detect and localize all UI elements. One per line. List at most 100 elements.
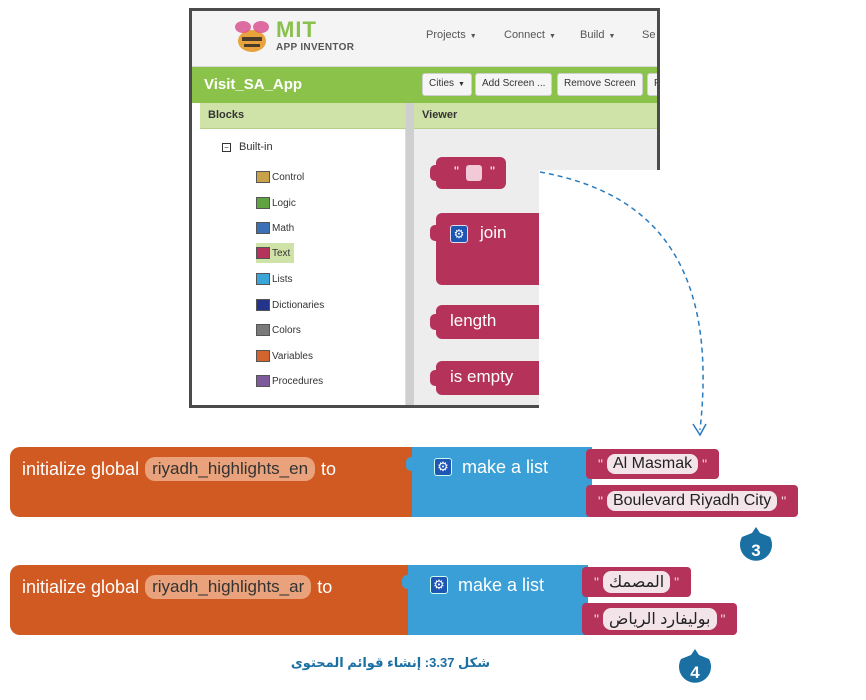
text-value-field[interactable]: بوليفارد الرياض	[602, 608, 717, 630]
make-a-list-block[interactable]: ⚙ make a list	[406, 447, 592, 517]
step-number: 4	[690, 663, 700, 682]
make-list-label: make a list	[462, 457, 549, 477]
category-math[interactable]: Math	[256, 218, 294, 238]
mutator-gear-icon[interactable]: ⚙	[450, 225, 468, 243]
caret-down-icon: ▼	[548, 33, 556, 40]
category-label: Procedures	[272, 375, 324, 387]
add-screen-button[interactable]: Add Screen ...	[475, 73, 553, 96]
text-string-block[interactable]: " "	[430, 157, 506, 189]
caret-down-icon: ▼	[469, 33, 477, 40]
initialize-global-block[interactable]: initialize global riyadh_highlights_ar t…	[10, 565, 408, 635]
block-plug	[402, 575, 412, 589]
variable-name-field[interactable]: riyadh_highlights_en	[145, 457, 316, 481]
menu-connect[interactable]: Connect▼	[504, 29, 556, 41]
category-label: Lists	[272, 273, 293, 285]
category-label: Variables	[272, 350, 313, 362]
menu-label: Build	[580, 29, 605, 41]
make-a-list-block[interactable]: ⚙ make a list	[402, 565, 588, 635]
block-plug	[406, 457, 416, 471]
category-lists[interactable]: Lists	[256, 269, 293, 289]
logic-swatch-icon	[256, 197, 270, 209]
init-label: initialize global	[22, 458, 140, 479]
step-badge-3	[740, 527, 772, 561]
category-text[interactable]: Text	[256, 243, 295, 263]
lists-swatch-icon	[256, 273, 270, 285]
variable-name-field[interactable]: riyadh_highlights_ar	[145, 575, 312, 599]
project-name: Visit_SA_App	[204, 76, 303, 93]
mit-logo[interactable]: MIT APP INVENTOR	[232, 17, 392, 61]
text-item-block[interactable]: "Al Masmak"	[586, 449, 720, 479]
initialize-global-text: initialize global riyadh_highlights_ar t…	[22, 575, 332, 599]
quote-mark: "	[594, 611, 599, 627]
to-label: to	[321, 458, 337, 479]
viewer-panel-header: Viewer	[414, 103, 657, 129]
block-plug	[430, 314, 440, 330]
initialize-global-block[interactable]: initialize global riyadh_highlights_en t…	[10, 447, 412, 517]
make-list-label: make a list	[458, 575, 545, 595]
quote-mark: "	[781, 493, 787, 509]
initialize-global-text: initialize global riyadh_highlights_en t…	[22, 457, 336, 481]
quote-mark: "	[598, 493, 603, 509]
quote-mark: "	[594, 574, 599, 590]
text-length-block[interactable]: length	[430, 305, 556, 339]
logo-subtitle: APP INVENTOR	[276, 42, 355, 53]
category-variables[interactable]: Variables	[256, 346, 313, 366]
category-dictionaries[interactable]: Dictionaries	[256, 295, 324, 315]
procedures-swatch-icon	[256, 375, 270, 387]
menu-settings[interactable]: Se	[642, 29, 655, 41]
builtin-node[interactable]: −Built-in	[222, 141, 273, 153]
join-label: join	[480, 223, 507, 242]
text-item-block[interactable]: "بوليفارد الرياض"	[582, 603, 738, 635]
colors-swatch-icon	[256, 324, 270, 336]
category-control[interactable]: Control	[256, 167, 304, 187]
text-value-field[interactable]: المصمك	[602, 571, 671, 593]
category-logic[interactable]: Logic	[256, 193, 296, 213]
text-swatch-icon	[256, 247, 270, 259]
project-bar: Visit_SA_App Cities▼ Add Screen ... Remo…	[192, 67, 657, 103]
quote-mark: "	[702, 456, 708, 472]
text-item-block[interactable]: "المصمك"	[582, 567, 692, 597]
collapse-icon[interactable]: −	[222, 143, 231, 152]
menu-projects[interactable]: Projects▼	[426, 29, 477, 41]
mutator-gear-icon[interactable]: ⚙	[430, 576, 448, 594]
length-label: length	[450, 311, 497, 330]
publish-button[interactable]: P	[647, 73, 657, 96]
blocks-panel-header: Blocks	[200, 103, 406, 129]
menu-build[interactable]: Build▼	[580, 29, 615, 41]
step-number: 3	[751, 541, 761, 560]
is-empty-label: is empty	[450, 367, 514, 386]
category-label: Text	[272, 247, 291, 259]
math-swatch-icon	[256, 222, 270, 234]
text-is-empty-block[interactable]: is empty	[430, 361, 556, 395]
global-list-block-en[interactable]: initialize global riyadh_highlights_en t…	[10, 447, 860, 522]
category-label: Dictionaries	[272, 299, 325, 311]
screenshot-crop-overlay	[539, 170, 669, 415]
control-swatch-icon	[256, 171, 270, 183]
builtin-label: Built-in	[239, 141, 273, 153]
screen-dropdown-label: Cities	[429, 78, 455, 89]
text-value-field[interactable]: Boulevard Riyadh City	[606, 491, 778, 511]
caret-down-icon: ▼	[458, 81, 465, 88]
category-label: Math	[272, 222, 295, 234]
to-label: to	[317, 576, 333, 597]
text-join-block[interactable]: ⚙ join	[430, 213, 556, 285]
menu-label: Se	[642, 29, 656, 41]
blocks-tree: −Built-in Control Logic Math Text Lists …	[200, 129, 406, 405]
quote-mark: "	[454, 163, 459, 179]
logo-title: MIT	[276, 17, 317, 42]
empty-text-slot	[466, 165, 482, 181]
text-item-block[interactable]: "Boulevard Riyadh City"	[586, 485, 799, 517]
figure-caption: شكل 3.37: إنشاء قوائم المحتوى	[290, 655, 490, 670]
init-label: initialize global	[22, 576, 140, 597]
category-colors[interactable]: Colors	[256, 320, 301, 340]
quote-mark: "	[490, 163, 495, 179]
global-list-block-ar[interactable]: initialize global riyadh_highlights_ar t…	[10, 565, 790, 640]
category-procedures[interactable]: Procedures	[256, 371, 323, 391]
quote-mark: "	[674, 574, 680, 590]
mutator-gear-icon[interactable]: ⚙	[434, 458, 452, 476]
top-bar: MIT APP INVENTOR Projects▼ Connect▼ Buil…	[192, 11, 657, 67]
screen-dropdown[interactable]: Cities▼	[422, 73, 472, 96]
remove-screen-button[interactable]: Remove Screen	[557, 73, 643, 96]
text-value-field[interactable]: Al Masmak	[606, 454, 699, 474]
caret-down-icon: ▼	[608, 33, 616, 40]
